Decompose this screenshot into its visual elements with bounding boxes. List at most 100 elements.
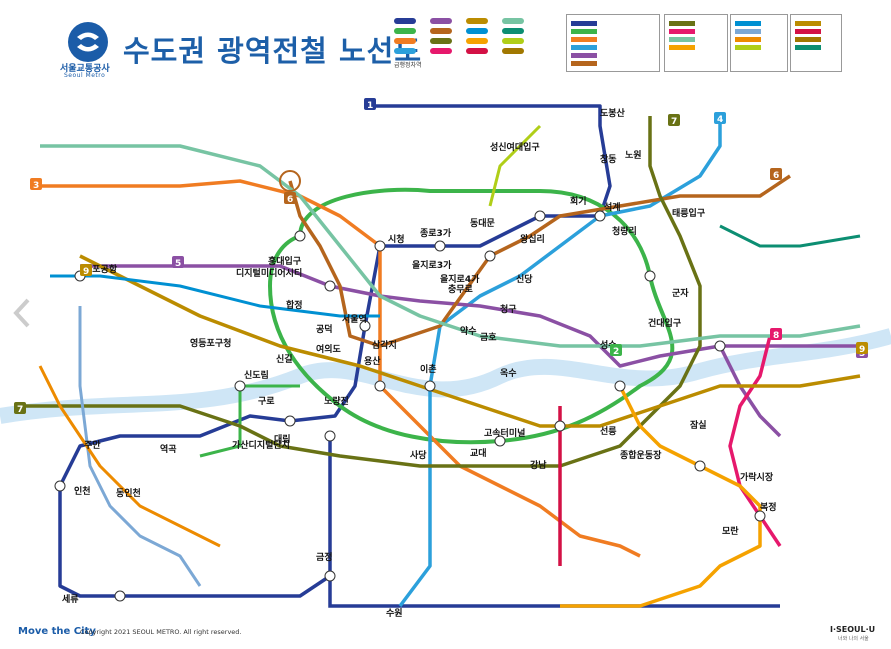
line6-path [288, 174, 791, 348]
gyeongui-path [40, 144, 861, 348]
station-label: 홍대입구 [268, 255, 301, 267]
station-label: 영등포구청 [190, 337, 231, 349]
airport-path [50, 274, 380, 318]
line-badges: 1 2 3 4 5 5 6 6 7 7 8 9 9 [14, 98, 868, 415]
svg-text:9: 9 [859, 345, 865, 355]
station-label: 이촌 [420, 363, 437, 375]
station-label: 석계 [604, 201, 621, 213]
legend-line7 [430, 38, 452, 44]
svg-text:1: 1 [367, 101, 373, 111]
station-label: 수원 [386, 607, 403, 619]
legend-gyeongui [502, 18, 524, 24]
station-label: 구로 [258, 396, 275, 407]
map-header: 서울교통공사 Seoul Metro 수도권 광역전철 노선도 급행정차역 [0, 0, 891, 86]
prev-map-button[interactable] [8, 296, 36, 330]
station-label: 신도림 [244, 369, 269, 381]
legend-gyeongchun [502, 28, 524, 34]
incheon1-path [78, 306, 202, 587]
station-label: 삼각지 [372, 339, 397, 351]
station-label: 건대입구 [648, 317, 681, 329]
org-name: 서울교통공사 [60, 64, 110, 74]
chevron-left-icon [13, 298, 30, 328]
legend-bundang [466, 38, 488, 44]
station-label: 군자 [672, 287, 689, 299]
org-sub: Seoul Metro [64, 72, 106, 79]
station-label: 잠실 [690, 419, 707, 431]
svg-text:4: 4 [717, 115, 723, 125]
brand-slogan: Move the City [18, 626, 96, 637]
svg-text:6: 6 [287, 195, 293, 205]
station-label: 청구 [500, 303, 517, 315]
agency-legend-3 [730, 14, 788, 72]
svg-text:5: 5 [175, 259, 181, 269]
svg-text:6: 6 [773, 171, 779, 181]
station-label: 여의도 [316, 343, 342, 355]
bundang-path [560, 385, 762, 608]
legend-transfer-note: 급행정차역 [394, 62, 422, 69]
station-label: 금호 [480, 332, 497, 343]
svg-text:9: 9 [83, 267, 89, 277]
line5-path [80, 264, 860, 368]
han-river [0, 328, 891, 424]
legend-ui [502, 38, 524, 44]
ui-path [488, 124, 542, 207]
agency-legend-2 [664, 14, 728, 72]
station-label: 모란 [722, 525, 739, 537]
station-label: 성신여대입구 [490, 141, 540, 153]
station-label: 왕십리 [520, 233, 545, 245]
route-map-svg: 서울역 시청 종로3가 동대문 충무로 을지로3가 을지로4가 왕십리 건대입구… [0, 98, 891, 619]
line9-path [79, 254, 861, 428]
station-label: 복정 [760, 501, 777, 513]
line5-branch [718, 345, 782, 438]
line2-path [267, 187, 675, 445]
station-label: 노량진 [324, 395, 349, 407]
station-label: 옥수 [500, 368, 517, 379]
legend-line2 [394, 28, 416, 34]
station-label: 용산 [364, 355, 381, 367]
svg-text:7: 7 [17, 405, 23, 415]
station-label: 종합운동장 [620, 449, 662, 461]
station-label: 충무로 [448, 283, 474, 295]
station-label: 서울역 [342, 313, 367, 325]
legend-airport [466, 28, 488, 34]
station-label: 합정 [286, 299, 303, 311]
station-label: 금정 [316, 551, 333, 563]
station-label: 강남 [530, 459, 547, 471]
legend-line4 [394, 48, 416, 54]
station-label: 신당 [516, 273, 533, 285]
line1-path [58, 104, 612, 598]
station-label: 을지로4가 [440, 273, 480, 285]
line-legend: 급행정차역 [390, 14, 540, 76]
seoul-metro-logo-icon [68, 22, 108, 62]
station-label: 주안 [84, 440, 101, 451]
agency-legend-1 [566, 14, 660, 72]
station-label: 신길 [276, 353, 293, 365]
station-label: 대림 [274, 433, 291, 445]
legend-line9 [466, 18, 488, 24]
route-map: 서울역 시청 종로3가 동대문 충무로 을지로3가 을지로4가 왕십리 건대입구… [0, 86, 891, 622]
gyeongchun-path [719, 224, 861, 248]
legend-line1 [394, 18, 416, 24]
legend-line5 [430, 18, 452, 24]
svg-text:3: 3 [33, 181, 39, 191]
svg-text:7: 7 [671, 117, 677, 127]
station-label: 고속터미널 [484, 427, 525, 439]
station-label: 교대 [470, 447, 487, 459]
legend-line3 [394, 38, 416, 44]
legend-gimpo [502, 48, 524, 54]
line1-south [328, 576, 780, 608]
station-label: 선릉 [600, 425, 617, 437]
station-label: 가락시장 [740, 471, 774, 483]
station-label: 태릉입구 [672, 207, 705, 219]
station-label: 디지털미디어시티 [236, 267, 302, 279]
line2-branch [199, 384, 300, 458]
station-label: 종로3가 [420, 227, 452, 239]
station-label: 약수 [460, 325, 477, 337]
map-footer: Move the City Copyright 2021 SEOUL METRO… [0, 622, 891, 649]
page-title: 수도권 광역전철 노선도 [123, 34, 422, 68]
station-label: 시청 [388, 233, 405, 245]
legend-shinbundang [466, 48, 488, 54]
station-label: 사당 [410, 449, 427, 461]
svg-text:2: 2 [613, 347, 619, 357]
